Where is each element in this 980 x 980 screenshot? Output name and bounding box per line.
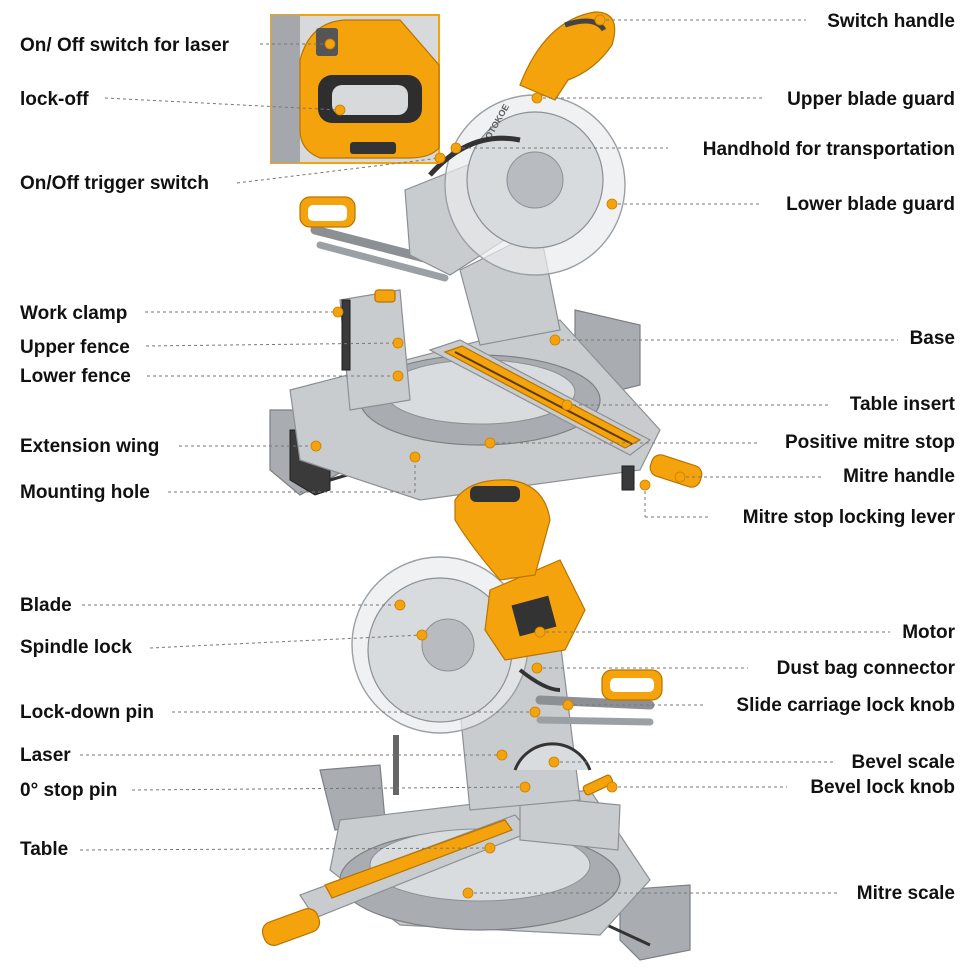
marker-stop-pin [519,781,531,793]
marker-mounting-hole [409,451,421,463]
switch-handle-shape [519,11,616,101]
label-mounting-hole: Mounting hole [20,482,150,503]
label-base: Base [910,328,955,349]
label-lock-off: lock-off [20,89,89,110]
bevel-lock-knob-shape [582,774,614,796]
marker-mitre-stop [484,437,496,449]
label-bevel-lock: Bevel lock knob [810,777,955,798]
dust-bag-hose [518,668,561,692]
marker-lower-fence [392,370,404,382]
work-clamp-knob [374,289,396,303]
switch-handle-grip [564,18,607,32]
marker-lock-down-pin [529,706,541,718]
label-mitre-stop-lever: Mitre stop locking lever [743,507,956,528]
marker-laser-switch [324,38,336,50]
labels: On/ Off switch for laser lock-off On/Off… [20,11,956,904]
bottom-rail-upper [535,695,655,710]
marker-base [549,334,561,346]
label-handhold: Handhold for transportation [703,139,955,160]
marker-mitre-scale [462,887,474,899]
lock-down-pin-shape [393,735,399,795]
label-laser: Laser [20,745,71,766]
table-insert-slot [454,351,633,445]
bottom-saw-illustration [261,479,691,961]
bottom-rail-lower [536,716,654,726]
label-dust-bag: Dust bag connector [777,658,956,679]
bottom-fence [519,794,621,851]
motor-label-plate [511,595,557,637]
label-mitre-handle: Mitre handle [843,466,955,487]
work-clamp-post [341,299,351,371]
inset-closeup [270,14,440,164]
inset-handle-hole [332,85,408,115]
marker-table [484,842,496,854]
label-upper-blade-guard: Upper blade guard [787,89,955,110]
bottom-mitre-handle [261,908,321,946]
marker-work-clamp [332,306,344,318]
inset-trigger [350,142,396,154]
label-trigger-switch: On/Off trigger switch [20,173,209,194]
label-work-clamp: Work clamp [20,303,127,324]
marker-trigger [434,152,446,164]
marker-bevel-lock [606,781,618,793]
marker-upper-fence [392,337,404,349]
label-blade: Blade [20,595,72,616]
leader-upper-fence [145,342,399,347]
bottom-blade-hub [421,618,475,672]
inset-shadow [271,15,300,163]
marker-handhold [450,142,462,154]
label-motor: Motor [902,622,955,643]
label-table: Table [20,839,68,860]
marker-laser [496,749,508,761]
marker-slide-lock [562,699,574,711]
marker-motor [534,626,546,638]
marker-blade [394,599,406,611]
marker-lower-guard [606,198,618,210]
handhold-cable [428,135,521,177]
marker-switch-handle [594,14,606,26]
marker-extension-wing [310,440,322,452]
bottom-rail-handle-cutout [610,678,654,692]
label-lower-blade-guard: Lower blade guard [786,194,955,215]
marker-mitre-lever [639,479,651,491]
label-slide-lock: Slide carriage lock knob [736,695,955,716]
marker-mitre-handle [674,471,686,483]
marker-dust-bag [531,662,543,674]
leader-lines [79,14,898,899]
label-extension-wing: Extension wing [20,436,159,457]
bottom-switch-handle [454,479,551,581]
label-laser-switch: On/ Off switch for laser [20,35,230,56]
marker-upper-guard [531,92,543,104]
label-switch-handle: Switch handle [827,11,955,32]
rail-handle-cutout [308,205,347,221]
mitre-handle-shape [649,454,703,488]
bottom-handle-grip [470,486,520,502]
blade-hub [506,151,564,209]
label-stop-pin: 0° stop pin [20,780,117,801]
label-table-insert: Table insert [850,394,956,415]
bottom-table-insert [324,819,513,899]
label-lock-down-pin: Lock-down pin [20,702,154,723]
marker-spindle-lock [416,629,428,641]
slide-rail-lower [316,241,449,282]
leader-trigger [236,157,441,184]
label-spindle-lock: Spindle lock [20,637,132,658]
mitre-stop-lever-shape [621,465,635,491]
label-lower-fence: Lower fence [20,366,131,387]
marker-bevel-scale [548,756,560,768]
marker-table-insert [561,399,573,411]
top-saw-illustration: OTOKOE [269,11,703,501]
leader-table [79,847,491,851]
label-upper-fence: Upper fence [20,337,130,358]
marker-lock-off [334,104,346,116]
label-mitre-scale: Mitre scale [857,883,955,904]
label-bevel-scale: Bevel scale [851,752,955,773]
label-positive-mitre-stop: Positive mitre stop [785,432,955,453]
